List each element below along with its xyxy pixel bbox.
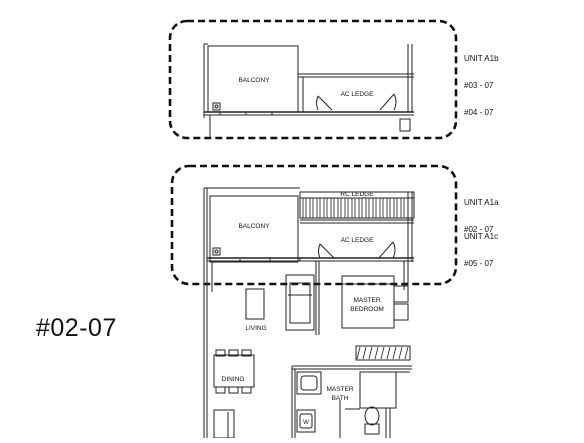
unit-label-a1b-line2: #04 - 07 xyxy=(464,108,494,117)
room-label-master-bedroom-line1: MASTER xyxy=(353,297,380,304)
room-label-master-bath-line1: MASTER xyxy=(326,386,353,393)
unit-label-a1c: UNIT A1c #05 - 07 xyxy=(464,214,498,286)
room-label-rc-ledge: RC LEDGE xyxy=(340,191,374,198)
room-label-master-bedroom-line2: BEDROOM xyxy=(350,306,384,313)
unit-number-heading: #02-07 xyxy=(36,314,117,342)
plan-middle xyxy=(203,187,415,439)
highlight-box-middle xyxy=(170,164,458,286)
room-label-balcony-top: BALCONY xyxy=(238,77,270,84)
unit-label-a1a-title: UNIT A1a xyxy=(464,198,499,207)
unit-label-a1b-line1: #03 - 07 xyxy=(464,81,494,90)
unit-label-a1a-line1: #02 - 07 xyxy=(464,225,494,234)
unit-label-a1c-line1: #05 - 07 xyxy=(464,259,494,268)
room-label-ac-ledge-top: AC LEDGE xyxy=(341,91,375,98)
unit-label-a1b: UNIT A1b #03 - 07 #04 - 07 xyxy=(464,36,499,135)
plan-top xyxy=(203,43,414,138)
wardrobe-hatch xyxy=(356,346,409,360)
room-label-master-bath-line2: BATH xyxy=(332,395,349,402)
room-label-living: LIVING xyxy=(245,325,266,332)
room-label-dining: DINING xyxy=(222,376,245,383)
unit-label-a1c-title: UNIT A1c xyxy=(464,232,499,241)
unit-label-a1a: UNIT A1a #02 - 07 xyxy=(464,180,499,252)
highlight-box-top xyxy=(168,19,458,140)
unit-label-a1b-title: UNIT A1b xyxy=(464,54,499,63)
room-label-balcony-middle: BALCONY xyxy=(238,223,270,230)
room-label-ac-ledge-middle: AC LEDGE xyxy=(341,237,375,244)
room-label-washer: W xyxy=(303,420,309,426)
rc-ledge-hatch xyxy=(302,198,405,218)
